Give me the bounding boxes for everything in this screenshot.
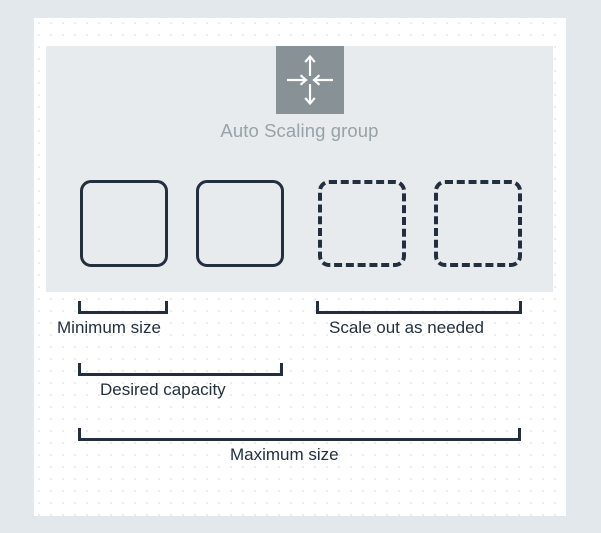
scale-out-as-needed-label: Scale out as needed: [329, 318, 485, 337]
desired-capacity-label: Desired capacity: [100, 380, 226, 399]
maximum-size-label: Maximum size: [230, 445, 339, 464]
instance-4: [434, 180, 522, 267]
auto-scaling-icon: [276, 46, 344, 114]
auto-scaling-group-title: Auto Scaling group: [220, 120, 379, 141]
scale-out-as-needed-bracket: [316, 301, 522, 314]
instance-1: [80, 180, 168, 267]
instance-3: [318, 180, 406, 267]
minimum-size-label: Minimum size: [57, 318, 161, 337]
desired-capacity-bracket: [78, 363, 283, 376]
auto-scaling-group-panel: Auto Scaling group: [46, 46, 553, 292]
instance-2: [196, 180, 284, 267]
diagram-card: Auto Scaling group Minimum size Scale ou…: [34, 18, 566, 516]
minimum-size-bracket: [78, 301, 168, 314]
maximum-size-bracket: [78, 428, 521, 441]
